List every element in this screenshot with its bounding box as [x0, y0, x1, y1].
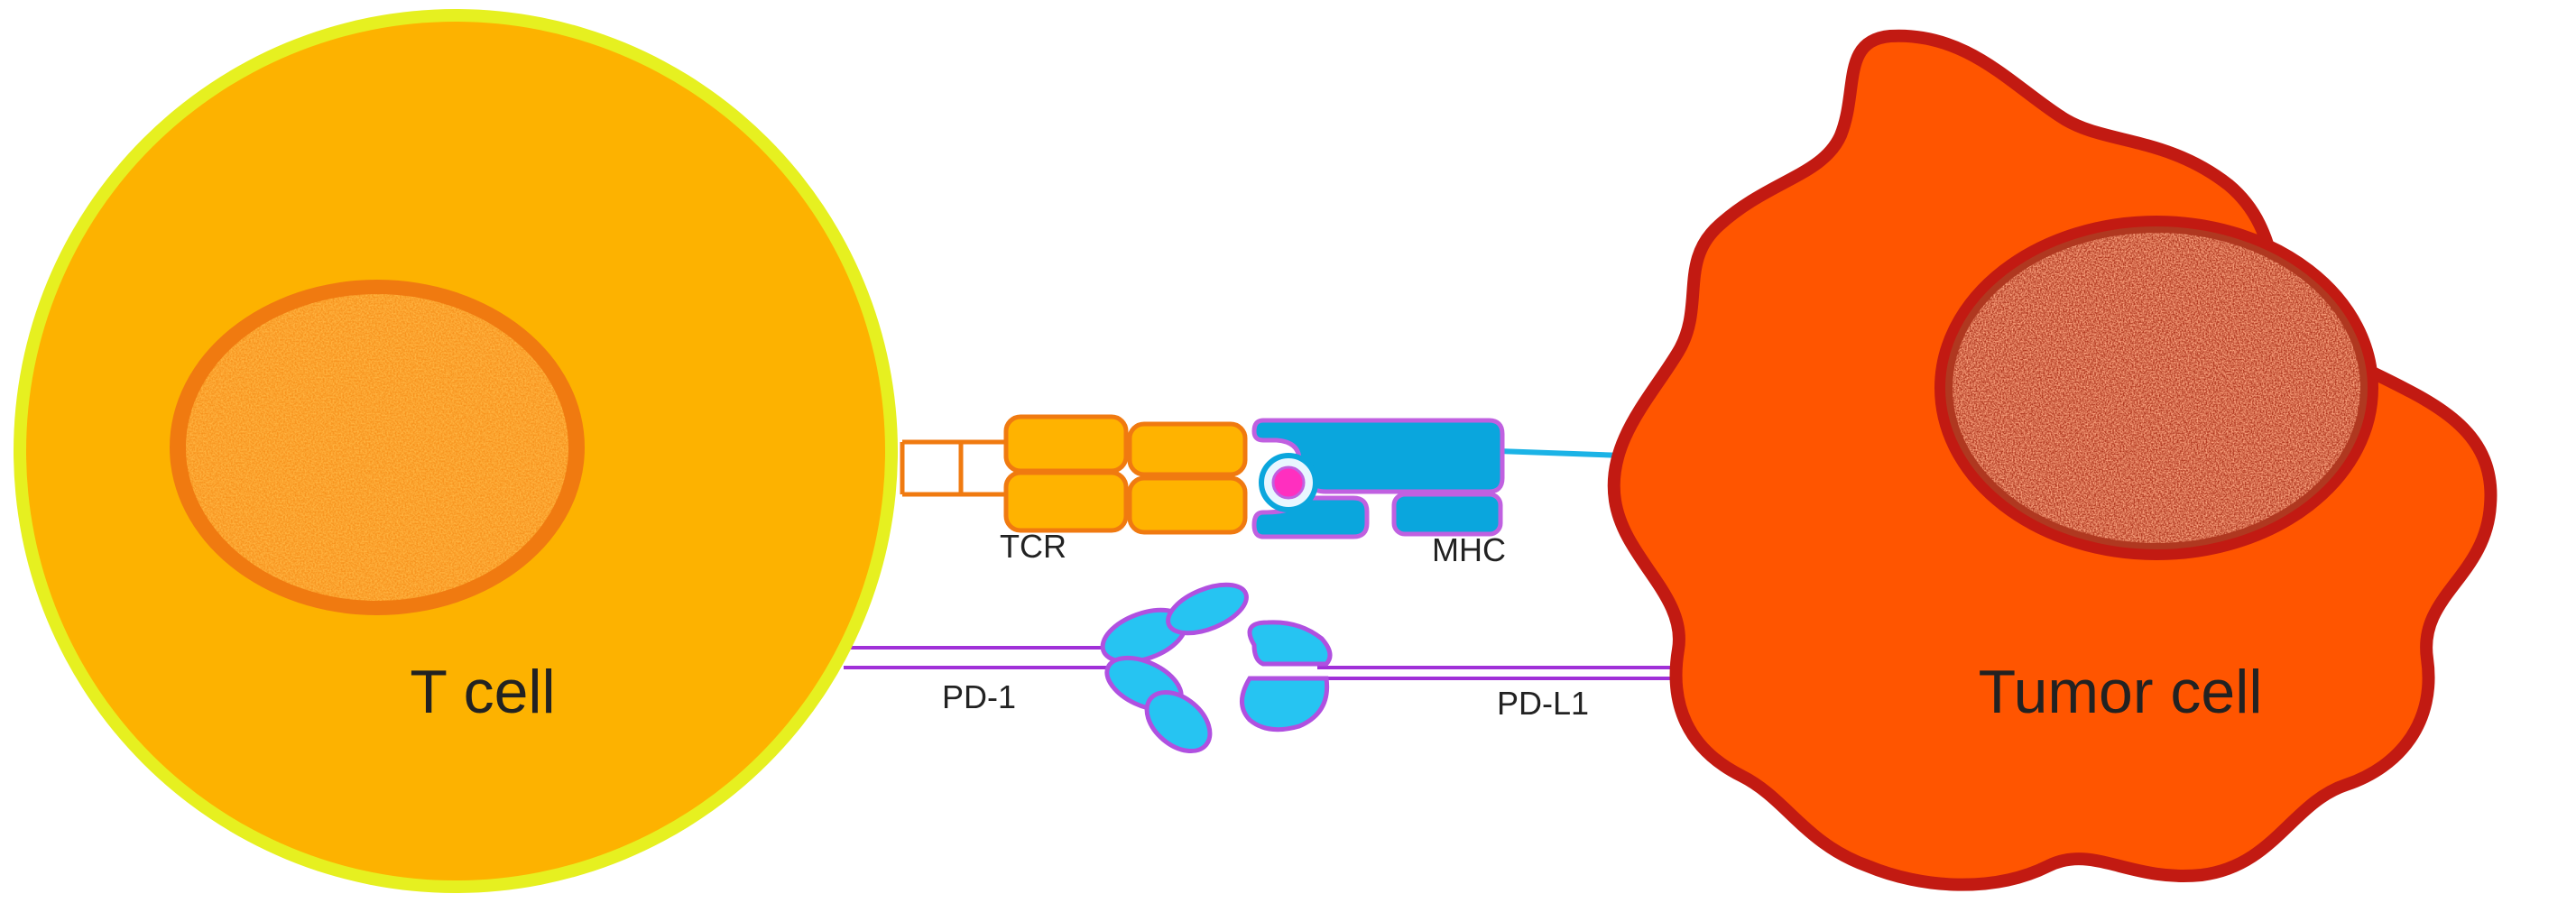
pd1-label: PD-1 — [942, 678, 1016, 715]
tcr-domain — [1127, 421, 1248, 477]
tcr-receptor: TCR — [1000, 414, 1248, 565]
pdl1-label: PD-L1 — [1497, 685, 1589, 722]
mhc-complex: MHC — [1251, 418, 1506, 568]
pdl1-lower-domain — [1240, 676, 1330, 733]
pd1-domain — [1166, 582, 1249, 636]
tcr-domain — [1127, 475, 1248, 535]
tumor-cell-label: Tumor cell — [1979, 658, 2263, 726]
mhc-stem — [1497, 448, 1625, 458]
tcr-label: TCR — [1000, 528, 1066, 565]
pdl1-upper-domain — [1247, 620, 1333, 667]
t-cell-label: T cell — [410, 658, 555, 726]
peptide — [1271, 465, 1306, 500]
tcr-stem — [900, 439, 1006, 497]
tcr-domain — [1003, 470, 1129, 533]
tumor-cell: Tumor cell — [1607, 29, 2498, 891]
pdl1-stem — [1317, 666, 1687, 680]
pdl1-ligand: PD-L1 — [1240, 620, 1589, 733]
pd1-domain — [1144, 689, 1213, 754]
mhc-label: MHC — [1432, 531, 1506, 568]
mhc-lower-right-domain — [1391, 492, 1503, 537]
pd1-stem — [844, 646, 1114, 669]
tcr-domain — [1003, 414, 1129, 474]
pd1-receptor: PD-1 — [942, 582, 1249, 754]
t-cell: T cell — [14, 9, 898, 893]
